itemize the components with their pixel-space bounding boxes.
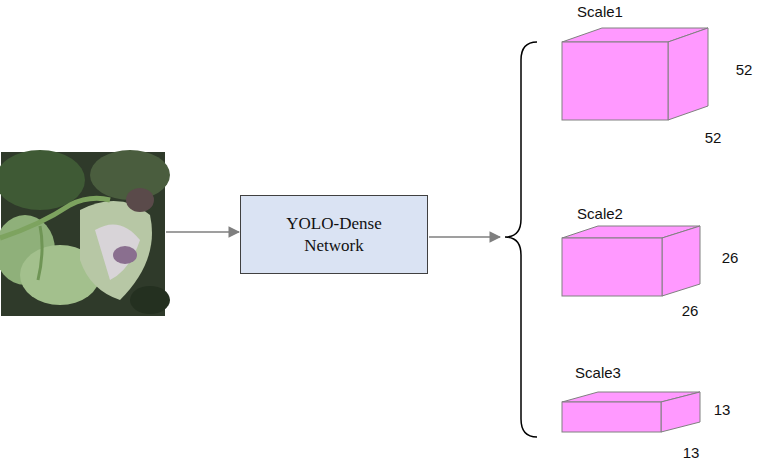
process-box: YOLO-Dense Network <box>240 195 428 274</box>
dimension-label: 26 <box>722 249 739 267</box>
scale-label: Scale2 <box>577 205 623 223</box>
dimension-label: 13 <box>714 401 731 419</box>
text-group: YOLO-Dense Network <box>279 213 389 256</box>
leaf-photo <box>0 150 170 316</box>
dimension-label: 26 <box>682 302 699 320</box>
dimension-label: 52 <box>736 61 753 79</box>
output-arrow <box>429 236 500 237</box>
dimension-label: 52 <box>705 129 722 147</box>
node-label: YOLO-Dense Network <box>279 213 389 256</box>
brace <box>505 42 537 437</box>
feature-cube <box>562 392 700 432</box>
feature-cube <box>562 226 700 296</box>
scale-label: Scale1 <box>577 3 623 21</box>
feature-cube <box>562 28 708 120</box>
dimension-label: 13 <box>683 444 700 462</box>
scale-label: Scale3 <box>575 364 621 382</box>
input-arrow <box>166 231 239 232</box>
